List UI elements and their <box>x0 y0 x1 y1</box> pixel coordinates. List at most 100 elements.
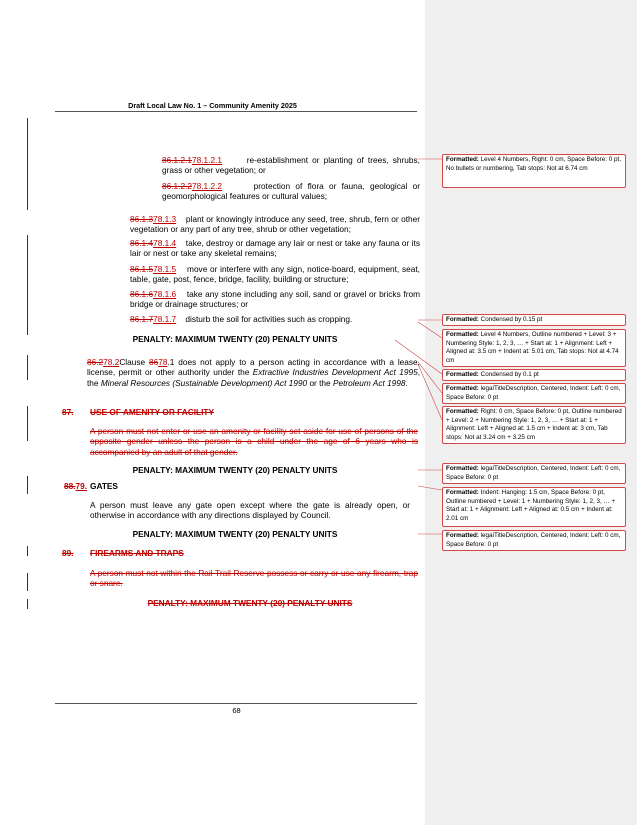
comment-text: Right: 0 cm, Space Before: 0 pt, Outline… <box>446 408 622 441</box>
deleted-number: 86.1.5 <box>130 264 154 274</box>
comment-label: Formatted: <box>446 489 479 496</box>
inserted-number: 78.1.2.1 <box>192 155 222 165</box>
deleted-number: 86.1.3 <box>130 214 154 224</box>
change-bar <box>27 546 28 556</box>
format-comment[interactable]: Formatted: Level 4 Numbers, Right: 0 cm,… <box>442 154 626 188</box>
change-bar <box>27 355 28 380</box>
inserted-number: 78.1.7 <box>153 314 177 324</box>
comment-text: Condensed by 0.15 pt <box>480 316 543 323</box>
comment-label: Formatted: <box>446 532 479 539</box>
comment-label: Formatted: <box>446 331 479 338</box>
comment-label: Formatted: <box>446 316 479 323</box>
section-87-heading: USE OF AMENITY OR FACILITY <box>90 407 214 417</box>
tab <box>176 238 186 248</box>
footer-rule <box>55 703 417 704</box>
inserted-number: 78.1.6 <box>153 289 177 299</box>
penalty-line-deleted: PENALTY: MAXIMUM TWENTY (20) PENALTY UNI… <box>147 598 353 608</box>
act-name: Mineral Resources (Sustainable Developme… <box>100 377 308 388</box>
section-87-number: 87. <box>62 407 74 417</box>
section-89-number: 89. <box>62 548 74 558</box>
page-number: 68 <box>232 706 241 715</box>
inserted-number: 78.1.2.2 <box>192 181 222 191</box>
change-bar <box>27 476 28 494</box>
comment-label: Formatted: <box>446 465 479 472</box>
section-88-body: A person must leave any gate open except… <box>90 500 410 521</box>
tab <box>176 314 185 324</box>
clause-78-2: 86.278.2Clause 8678.1 does not apply to … <box>87 357 420 388</box>
clause-text: Clause <box>119 357 149 367</box>
clause-78-1-6: 86.1.678.1.6 take any stone including an… <box>130 289 420 310</box>
inserted-number: 78.2 <box>103 357 120 367</box>
change-bar <box>27 406 28 441</box>
format-comment[interactable]: Formatted: Level 4 Numbers, Outline numb… <box>442 329 626 367</box>
header-rule <box>55 111 417 112</box>
format-comment[interactable]: Formatted: Condensed by 0.15 pt <box>442 314 626 326</box>
deleted-number: 86.1.4 <box>130 238 154 248</box>
format-comment[interactable]: Formatted: Condensed by 0.1 pt <box>442 369 626 381</box>
comment-text: Indent: Hanging: 1.5 cm, Space Before: 0… <box>446 489 616 522</box>
section-88-number: 88.79. <box>64 481 87 491</box>
clause-text: disturb the soil for activities such as … <box>185 314 353 324</box>
inserted-number: 78.1.3 <box>153 214 177 224</box>
change-bar <box>27 118 28 210</box>
change-bar <box>27 573 28 591</box>
clause-text: re-establishment or planting of trees, s… <box>162 155 420 176</box>
comment-label: Formatted: <box>446 385 479 392</box>
tab <box>176 264 187 274</box>
tab <box>176 289 187 299</box>
format-comment[interactable]: Formatted: Indent: Hanging: 1.5 cm, Spac… <box>442 487 626 527</box>
comment-text: Condensed by 0.1 pt <box>480 371 539 378</box>
page-header: Draft Local Law No. 1 – Community Amenit… <box>128 101 297 110</box>
section-89-heading: FIREARMS AND TRAPS <box>90 548 184 558</box>
deleted-number: 86.1.7 <box>130 314 154 324</box>
deleted-ref: 86 <box>149 357 159 367</box>
change-bar <box>27 599 28 609</box>
clause-text: or the <box>307 377 333 388</box>
format-comment[interactable]: Formatted: legalTitleDescription, Center… <box>442 463 626 484</box>
clause-78-1-4: 86.1.478.1.4 take, destroy or damage any… <box>130 238 420 259</box>
section-87-body: A person must not enter or use an amenit… <box>90 426 418 457</box>
section-89-body: A person must not within the Rail Trail … <box>90 568 418 589</box>
change-bar <box>27 235 28 335</box>
tab <box>222 155 247 165</box>
clause-78-1-3: 86.1.378.1.3 plant or knowingly introduc… <box>130 214 420 235</box>
clause-78-1-2-1: 86.1.2.178.1.2.1 re-establishment or pla… <box>162 155 420 176</box>
act-name: Petroleum Act 1998 <box>332 377 406 388</box>
inserted-ref: 78 <box>158 357 168 367</box>
comment-text: Level 4 Numbers, Right: 0 cm, Space Befo… <box>446 156 621 172</box>
comment-text: Level 4 Numbers, Outline numbered + Leve… <box>446 331 619 364</box>
clause-78-1-5: 86.1.578.1.5 move or interfere with any … <box>130 264 420 285</box>
penalty-line: PENALTY: MAXIMUM TWENTY (20) PENALTY UNI… <box>132 334 338 344</box>
format-comment[interactable]: Formatted: legalTitleDescription, Center… <box>442 530 626 551</box>
comment-label: Formatted: <box>446 156 479 163</box>
comment-label: Formatted: <box>446 408 479 415</box>
clause-text: take, destroy or damage any lair or nest… <box>130 238 420 259</box>
deleted-number: 86.1.2.2 <box>162 181 192 191</box>
inserted-number: 78.1.5 <box>153 264 177 274</box>
deleted-number: 88. <box>64 481 76 491</box>
clause-text: . <box>405 377 408 388</box>
clause-text: take any stone including any soil, sand … <box>130 289 420 310</box>
section-88-heading: GATES <box>90 481 118 491</box>
clause-text: protection of flora or fauna, geological… <box>162 181 420 202</box>
tab <box>176 214 186 224</box>
comment-text: legalTitleDescription, Centered, Indent:… <box>446 385 621 401</box>
inserted-number: 78.1.4 <box>153 238 177 248</box>
comment-label: Formatted: <box>446 371 479 378</box>
deleted-number: 86.1.2.1 <box>162 155 192 165</box>
deleted-number: 86.2 <box>87 357 104 367</box>
deleted-number: 86.1.6 <box>130 289 154 299</box>
comment-text: legalTitleDescription, Centered, Indent:… <box>446 532 621 548</box>
clause-text: plant or knowingly introduce any seed, t… <box>130 214 420 235</box>
tab <box>222 181 254 191</box>
act-name: Extractive Industries Development Act 19… <box>252 367 418 378</box>
inserted-number: 79. <box>75 481 88 491</box>
penalty-line: PENALTY: MAXIMUM TWENTY (20) PENALTY UNI… <box>132 529 338 539</box>
clause-text: move or interfere with any sign, notice-… <box>130 264 420 285</box>
comment-text: legalTitleDescription, Centered, Indent:… <box>446 465 621 481</box>
penalty-line: PENALTY: MAXIMUM TWENTY (20) PENALTY UNI… <box>132 465 338 475</box>
format-comment[interactable]: Formatted: legalTitleDescription, Center… <box>442 383 626 404</box>
document-page <box>0 0 425 825</box>
format-comment[interactable]: Formatted: Right: 0 cm, Space Before: 0 … <box>442 406 626 444</box>
clause-text: .1 does not apply to a person acting in … <box>87 357 420 378</box>
